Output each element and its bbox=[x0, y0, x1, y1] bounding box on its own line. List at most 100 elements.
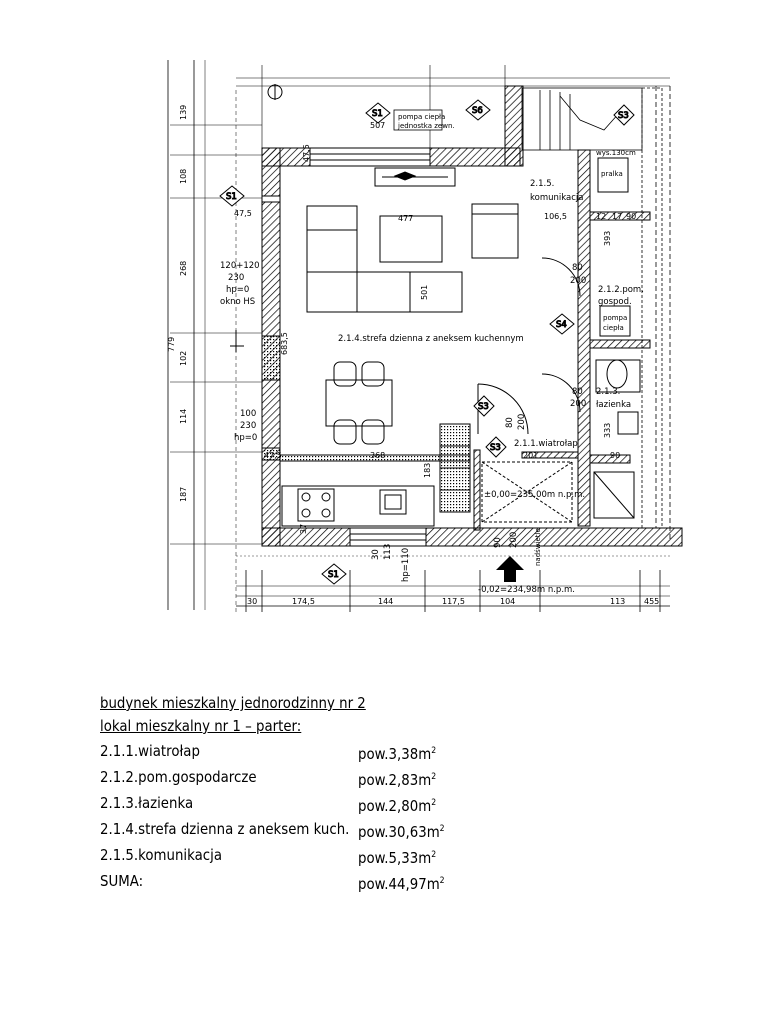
svg-text:200: 200 bbox=[517, 414, 527, 430]
area-legend: budynek mieszkalny jednorodzinny nr 2 lo… bbox=[100, 692, 445, 894]
nadswietle-label: nadświetle bbox=[534, 528, 542, 566]
area-unit-exponent: 2 bbox=[431, 850, 437, 860]
room-name: 2.1.3.łazienka bbox=[100, 794, 194, 812]
section-mark-s1-left: S1 bbox=[219, 185, 245, 207]
svg-text:683,5: 683,5 bbox=[280, 332, 289, 355]
section-mark-s3-mid: S3 bbox=[473, 395, 495, 417]
section-mark-s1-bottom: S1 bbox=[321, 563, 347, 585]
svg-text:187: 187 bbox=[179, 487, 188, 502]
section-mark-s3-top: S3 bbox=[613, 104, 635, 126]
svg-text:393: 393 bbox=[603, 231, 612, 246]
exterior-level: -0,02=234,98m n.p.m. bbox=[478, 585, 575, 595]
room-area-value: pow.5,33m bbox=[358, 849, 432, 868]
svg-text:507: 507 bbox=[370, 121, 385, 130]
windows bbox=[261, 147, 431, 547]
window-marker-icon bbox=[230, 330, 244, 352]
room-label-komunikacja: komunikacja bbox=[530, 193, 583, 203]
room-area: pow.2,83m2 bbox=[358, 764, 436, 793]
svg-text:S1: S1 bbox=[328, 570, 339, 580]
interior-level: ±0,00=235,00m n.p.m. bbox=[484, 490, 585, 500]
svg-text:139: 139 bbox=[179, 105, 188, 120]
room-area: pow.2,80m2 bbox=[358, 790, 436, 819]
room-area-value: pow.44,97m bbox=[358, 875, 440, 894]
svg-text:90: 90 bbox=[626, 212, 636, 221]
svg-text:477: 477 bbox=[398, 214, 413, 223]
pralka-label: pralka bbox=[601, 170, 623, 178]
svg-text:47,5: 47,5 bbox=[264, 451, 282, 460]
room-name: 2.1.2.pom.gospodarcze bbox=[100, 768, 257, 786]
svg-text:S1: S1 bbox=[372, 109, 383, 119]
svg-text:30: 30 bbox=[247, 597, 257, 606]
room-label-gospod: gospod. bbox=[598, 297, 632, 307]
svg-text:779: 779 bbox=[167, 337, 176, 352]
svg-text:120+120: 120+120 bbox=[220, 261, 260, 271]
room-area: pow.5,33m2 bbox=[358, 842, 436, 871]
legend-row: 2.1.4.strefa dzienna z aneksem kuch. pow.… bbox=[100, 816, 445, 845]
pompa-int-top: pompa bbox=[603, 314, 627, 322]
svg-text:102: 102 bbox=[179, 351, 188, 366]
furniture bbox=[281, 157, 641, 527]
svg-text:S3: S3 bbox=[478, 402, 489, 412]
room-labels: 2.1.5. komunikacja 2.1.4.strefa dzienna … bbox=[338, 113, 644, 449]
svg-text:113: 113 bbox=[610, 597, 625, 606]
legend-row: 2.1.2.pom.gospodarcze pow.2,83m2 bbox=[100, 764, 444, 790]
svg-text:368: 368 bbox=[370, 451, 385, 460]
svg-text:S6: S6 bbox=[472, 106, 483, 116]
area-unit-exponent: 2 bbox=[431, 798, 437, 808]
opening-notes: 120+120 230 hp=0 okno HS 100 230 hp=0 80… bbox=[220, 261, 586, 582]
svg-text:501: 501 bbox=[420, 285, 429, 300]
svg-text:80: 80 bbox=[572, 263, 583, 273]
svg-text:230: 230 bbox=[240, 421, 256, 431]
level-marks: ±0,00=235,00m n.p.m. -0,02=234,98m n.p.m… bbox=[478, 490, 585, 595]
room-name: 2.1.4.strefa dzienna z aneksem kuch. bbox=[100, 820, 350, 838]
bottom-dimensions: 30 174,5 144 117,5 104 113 455 bbox=[247, 597, 659, 606]
section-mark-s3-low: S3 bbox=[485, 436, 507, 458]
svg-text:37: 37 bbox=[299, 524, 308, 534]
svg-text:47,5: 47,5 bbox=[234, 209, 252, 218]
svg-text:hp=110: hp=110 bbox=[401, 548, 411, 582]
room-label-gospod-num: 2.1.2.pom. bbox=[598, 285, 644, 295]
legend-row: SUMA:pow.44,97m2 bbox=[100, 868, 445, 894]
pompa-label-top: pompa ciepła bbox=[398, 113, 445, 121]
room-area-value: pow.3,38m bbox=[358, 745, 432, 764]
svg-text:S3: S3 bbox=[618, 111, 629, 121]
area-unit-exponent: 2 bbox=[431, 772, 437, 782]
svg-text:S3: S3 bbox=[490, 443, 501, 453]
section-mark-s1-top: S1 bbox=[365, 102, 391, 124]
pompa-int-bottom: ciepła bbox=[603, 324, 624, 332]
svg-text:200: 200 bbox=[570, 276, 586, 286]
svg-text:200: 200 bbox=[509, 532, 519, 548]
svg-text:106,5: 106,5 bbox=[544, 212, 567, 221]
legend-title-building: budynek mieszkalny jednorodzinny nr 2 bbox=[100, 694, 366, 712]
legend-title-unit: lokal mieszkalny nr 1 – parter: bbox=[100, 717, 302, 735]
room-label-wiatrolap: 2.1.1.wiatrołap bbox=[514, 439, 578, 449]
svg-text:201: 201 bbox=[523, 451, 538, 460]
room-label-lazienka: łazienka bbox=[596, 400, 631, 410]
section-mark-s4: S4 bbox=[549, 313, 575, 335]
svg-text:108: 108 bbox=[179, 169, 188, 184]
room-name: 2.1.1.wiatrołap bbox=[100, 742, 200, 760]
room-label-strefa: 2.1.4.strefa dzienna z aneksem kuchennym bbox=[338, 334, 524, 344]
north-arrow-icon bbox=[267, 84, 283, 100]
svg-text:113: 113 bbox=[383, 544, 393, 560]
svg-text:268: 268 bbox=[179, 261, 188, 276]
room-label-komunikacja-num: 2.1.5. bbox=[530, 179, 554, 189]
floor-plan-drawing: S1 S6 S3 S1 S4 S3 S3 S1 2.1.5. komunikac… bbox=[167, 60, 683, 612]
svg-text:230: 230 bbox=[228, 273, 244, 283]
section-mark-s6: S6 bbox=[465, 99, 491, 121]
svg-text:hp=0: hp=0 bbox=[234, 433, 257, 443]
svg-text:S4: S4 bbox=[556, 320, 567, 330]
legend-row: 2.1.3.łazienka pow.2,80m2 bbox=[100, 790, 444, 816]
svg-text:104: 104 bbox=[500, 597, 515, 606]
room-name: SUMA: bbox=[100, 872, 144, 890]
svg-text:17: 17 bbox=[612, 212, 622, 221]
svg-text:144: 144 bbox=[378, 597, 393, 606]
staircase bbox=[521, 86, 671, 540]
room-area: pow.30,63m2 bbox=[358, 816, 445, 845]
svg-text:90: 90 bbox=[493, 537, 503, 548]
svg-text:200: 200 bbox=[570, 399, 586, 409]
walls bbox=[261, 85, 683, 547]
svg-text:S1: S1 bbox=[226, 192, 237, 202]
svg-text:114: 114 bbox=[179, 409, 188, 424]
svg-text:183: 183 bbox=[423, 463, 432, 478]
